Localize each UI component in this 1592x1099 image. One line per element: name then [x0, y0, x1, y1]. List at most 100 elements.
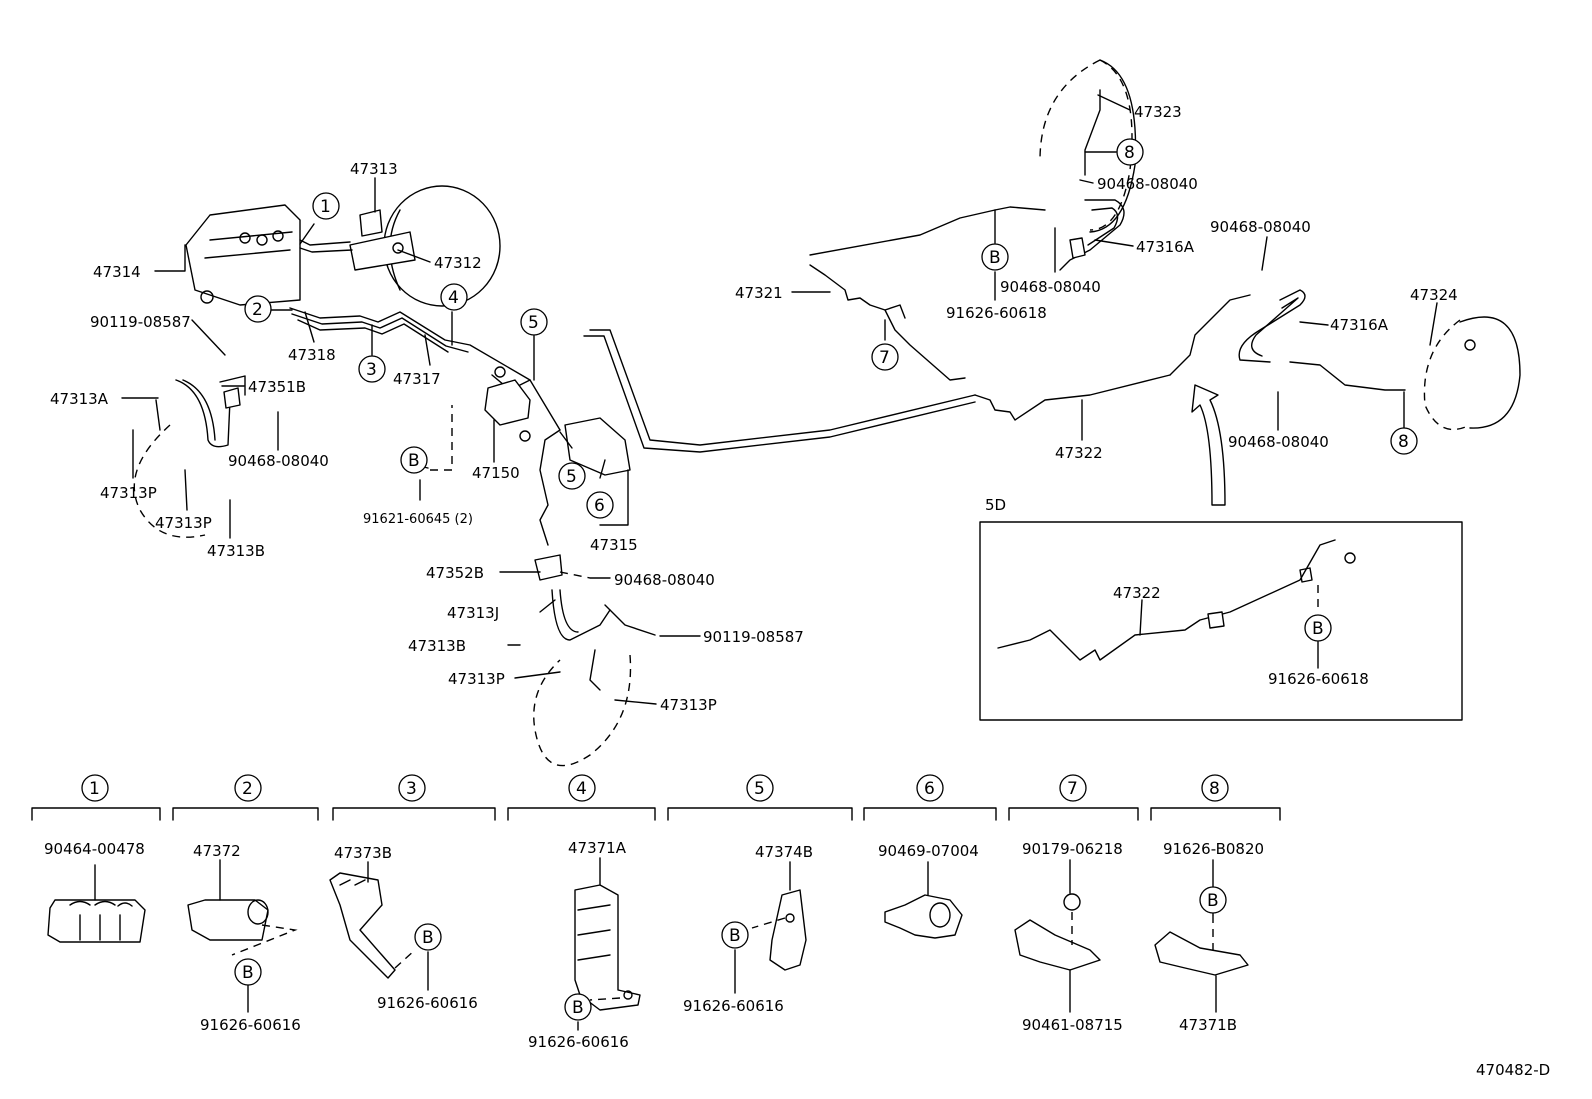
- label-47313P-front-left-upper: 47313P: [100, 484, 157, 502]
- svg-text:B: B: [729, 926, 741, 946]
- brake-tubes-front: [289, 239, 561, 546]
- svg-text:1: 1: [89, 779, 100, 799]
- detail-4-part: 47371A: [568, 839, 627, 857]
- label-90468-08040-rear-left-bottom: 90468-08040: [1228, 433, 1329, 451]
- detail-callout-7: 7: [1059, 774, 1087, 802]
- detail-7-bolt: 90461-08715: [1022, 1016, 1123, 1034]
- clamp-6-drawing: [884, 894, 963, 939]
- detail-8-bolt: 47371B: [1179, 1016, 1237, 1034]
- label-90468-08040-rear-upper: 90468-08040: [1097, 175, 1198, 193]
- assembly-arrow: [1191, 384, 1226, 506]
- callout-b-front: B: [400, 446, 428, 474]
- leader-lines: [94, 94, 1438, 1031]
- label-90468-08040-front-left: 90468-08040: [228, 452, 329, 470]
- diagram-code: 470482-D: [1476, 1061, 1550, 1079]
- callout-b-rear: B: [981, 243, 1009, 271]
- label-90119-08587-front-right: 90119-08587: [703, 628, 804, 646]
- detail-callout-b-8: B: [1199, 886, 1227, 914]
- part-labels: 47313 47312 47314 90119-08587 47318 4731…: [44, 103, 1550, 1079]
- label-47312: 47312: [434, 254, 482, 272]
- svg-text:5: 5: [754, 779, 765, 799]
- clamp-1-drawing: [47, 899, 146, 943]
- label-91626-60618-rear: 91626-60618: [946, 304, 1047, 322]
- svg-text:8: 8: [1398, 432, 1409, 452]
- detail-callout-b-4: B: [564, 993, 592, 1021]
- svg-text:7: 7: [879, 348, 890, 368]
- rear-left-brake-drum: [1423, 316, 1521, 431]
- rear-right-brake-drum: [1039, 59, 1137, 233]
- label-90468-08040-rear-center: 90468-08040: [1000, 278, 1101, 296]
- label-90468-08040-front-right: 90468-08040: [614, 571, 715, 589]
- label-47313B-front-right: 47313B: [408, 637, 466, 655]
- rear-tube-47321: [809, 206, 1046, 381]
- inset-label-91626-60618: 91626-60618: [1268, 670, 1369, 688]
- svg-text:6: 6: [594, 496, 605, 516]
- label-47316A-left: 47316A: [1330, 316, 1389, 334]
- label-47323: 47323: [1134, 103, 1182, 121]
- label-47324: 47324: [1410, 286, 1458, 304]
- clamp-7-drawing: [1014, 893, 1101, 971]
- label-91621-60645: 91621-60645 (2): [363, 512, 473, 527]
- detail-callout-2: 2: [234, 774, 262, 802]
- clamp-4-drawing: [574, 884, 641, 1011]
- detail-callout-b-2: B: [234, 958, 262, 986]
- label-47318: 47318: [288, 346, 336, 364]
- detail-3-bolt: 91626-60616: [377, 994, 478, 1012]
- callout-2-top: 2: [244, 295, 272, 323]
- label-47313: 47313: [350, 160, 398, 178]
- svg-text:3: 3: [366, 360, 377, 380]
- svg-text:8: 8: [1209, 779, 1220, 799]
- label-47322: 47322: [1055, 444, 1103, 462]
- label-90468-08040-rear-left-top: 90468-08040: [1210, 218, 1311, 236]
- detail-callout-5: 5: [746, 774, 774, 802]
- svg-text:5: 5: [566, 467, 577, 487]
- proportioning-valve: [484, 366, 531, 442]
- callouts: 1 2 3 4 5 5 6 7 8 8 B B B 1 2 3 4 5 6 7 …: [81, 138, 1418, 1021]
- detail-2-part: 47372: [193, 842, 241, 860]
- callout-6-top: 6: [586, 491, 614, 519]
- svg-text:B: B: [1207, 891, 1219, 911]
- svg-text:B: B: [1312, 619, 1324, 639]
- svg-text:B: B: [572, 998, 584, 1018]
- detail-callout-b-5: B: [721, 921, 749, 949]
- detail-4-bolt: 91626-60616: [528, 1033, 629, 1051]
- svg-text:4: 4: [448, 288, 459, 308]
- callout-8-upper: 8: [1116, 138, 1144, 166]
- detail-7-part: 90179-06218: [1022, 840, 1123, 858]
- main-rear-brake-tube: [583, 294, 1251, 453]
- callout-3-top: 3: [358, 355, 386, 383]
- svg-text:1: 1: [320, 197, 331, 217]
- label-47313P-front-left-lower: 47313P: [155, 514, 212, 532]
- inset-title: 5D: [985, 496, 1006, 514]
- master-cylinder: [349, 209, 416, 271]
- label-47314: 47314: [93, 263, 141, 281]
- detail-1-part: 90464-00478: [44, 840, 145, 858]
- detail-3-part: 47373B: [334, 844, 392, 862]
- svg-text:3: 3: [406, 779, 417, 799]
- svg-text:8: 8: [1124, 143, 1135, 163]
- clamp-5-drawing: [751, 889, 807, 971]
- clamp-3-drawing: [329, 872, 416, 979]
- callout-b-inset: B: [1304, 614, 1332, 642]
- detail-2-bolt: 91626-60616: [200, 1016, 301, 1034]
- detail-callout-3: 3: [398, 774, 426, 802]
- detail-callout-8: 8: [1201, 774, 1229, 802]
- detail-8-part: 91626-B0820: [1163, 840, 1264, 858]
- front-left-hose: [133, 375, 246, 538]
- inset-5d: [979, 521, 1463, 721]
- label-47313P-front-right-right: 47313P: [660, 696, 717, 714]
- inset-label-47322: 47322: [1113, 584, 1161, 602]
- label-47352B: 47352B: [426, 564, 484, 582]
- detail-callout-6: 6: [916, 774, 944, 802]
- callout-1-top: 1: [312, 192, 340, 220]
- svg-text:B: B: [242, 963, 254, 983]
- label-90119-08587-front-left: 90119-08587: [90, 313, 191, 331]
- svg-text:7: 7: [1067, 779, 1078, 799]
- detail-5-part: 47374B: [755, 843, 813, 861]
- abs-actuator: [185, 204, 301, 306]
- detail-callout-b-3: B: [414, 923, 442, 951]
- clamp-2-drawing: [187, 899, 298, 956]
- callout-5-upper: 5: [520, 308, 548, 336]
- clamp-8-drawing: [1154, 915, 1249, 976]
